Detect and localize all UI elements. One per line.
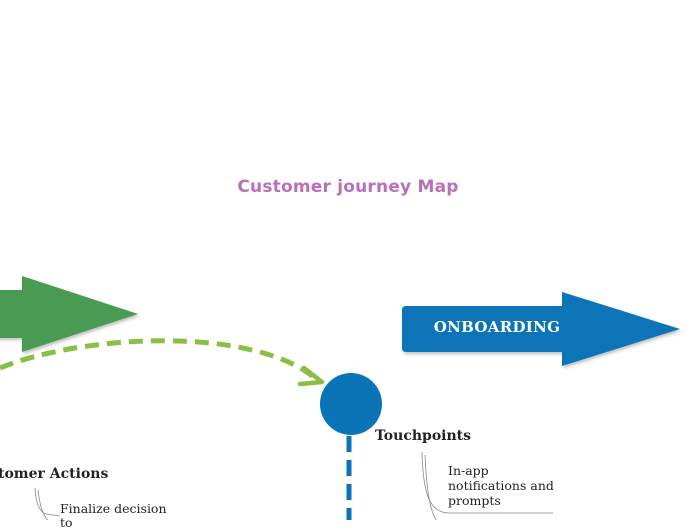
- touchpoints-connector-2: [424, 454, 437, 520]
- customer-actions-connector-2: [37, 489, 49, 520]
- touchpoints-title[interactable]: Touchpoints: [375, 428, 472, 444]
- map-title: Customer journey Map: [237, 177, 459, 197]
- stage-arrow-previous: [0, 276, 138, 352]
- stage-label-onboarding[interactable]: ONBOARDING: [433, 318, 561, 336]
- customer-actions-title[interactable]: tomer Actions: [0, 466, 109, 482]
- stage-node[interactable]: [320, 373, 382, 435]
- touchpoints-item[interactable]: In-app notifications and prompts: [448, 463, 554, 508]
- customer-actions-item[interactable]: Finalize decision: [60, 501, 167, 516]
- touchpoints-connector: [421, 451, 553, 514]
- stage-arrow-onboarding[interactable]: [402, 292, 680, 366]
- customer-actions-item[interactable]: to: [60, 515, 73, 530]
- dashed-connector: [0, 338, 317, 380]
- connector-arrowhead: [297, 365, 325, 387]
- customer-actions-connector: [34, 487, 61, 517]
